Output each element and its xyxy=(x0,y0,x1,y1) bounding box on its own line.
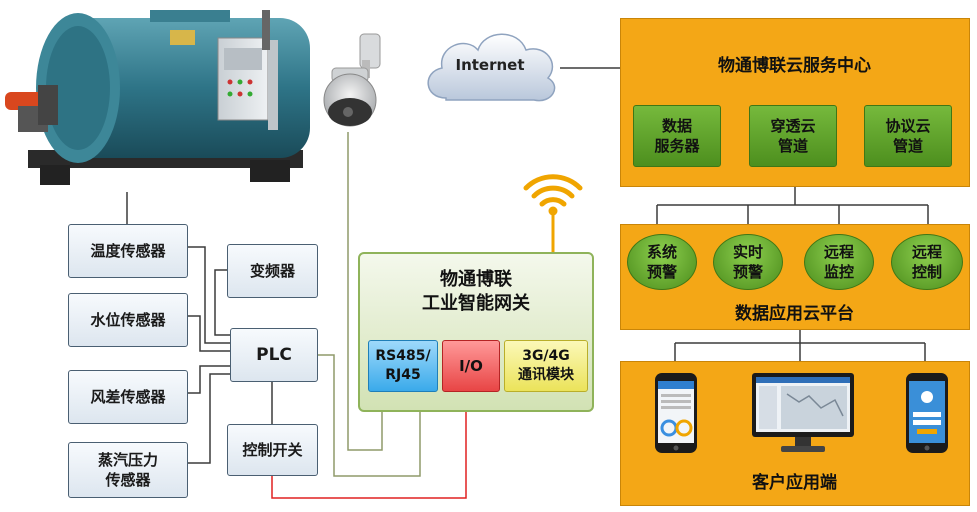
wind-pressure-sensor: 风差传感器 xyxy=(68,370,188,424)
data-app-platform: 系统 预警 实时 预警 远程 监控 远程 控制 数据应用云平台 xyxy=(620,224,970,330)
serial-port-line2: RJ45 xyxy=(385,367,421,383)
io-port: I/O xyxy=(442,340,500,392)
data-server-line1: 数据 xyxy=(661,117,692,135)
gateway-title-line1: 物通博联 xyxy=(440,269,512,290)
wire-steam-plc xyxy=(188,373,230,464)
4g-module: 3G/4G 通讯模块 xyxy=(504,340,588,392)
wire-camera-serial xyxy=(347,132,383,451)
data-server-line2: 服务器 xyxy=(654,137,700,155)
service-center-title: 物通博联云服务中心 xyxy=(718,56,871,76)
penetration-cloud-pipe: 穿透云 管道 xyxy=(749,105,837,167)
steam-pressure-sensor-label-line1: 蒸汽压力 xyxy=(97,451,158,469)
wire-plc-serial xyxy=(318,354,421,477)
protocol-cloud-pipe: 协议云 管道 xyxy=(864,105,952,167)
steam-pressure-sensor-label-line2: 传感器 xyxy=(105,471,151,489)
realtime-alert: 实时 预警 xyxy=(713,234,783,290)
steam-pressure-sensor: 蒸汽压力 传感器 xyxy=(68,442,188,498)
data-server: 数据 服务器 xyxy=(633,105,721,167)
gateway-title-line2: 工业智能网关 xyxy=(422,293,530,314)
realtime-alert-line2: 预警 xyxy=(732,263,763,281)
control-switch-label: 控制开关 xyxy=(242,441,303,459)
temperature-sensor-label: 温度传感器 xyxy=(90,242,166,260)
boiler-image xyxy=(5,10,310,185)
remote-monitor-line1: 远程 xyxy=(823,243,854,261)
smartphone-icon xyxy=(906,373,948,453)
smartphone-icon xyxy=(655,373,697,453)
internet-label: Internet xyxy=(455,56,525,74)
remote-control-line2: 控制 xyxy=(911,263,942,281)
system-alert: 系统 预警 xyxy=(627,234,697,290)
penetration-pipe-line2: 管道 xyxy=(777,137,808,155)
io-port-label: I/O xyxy=(459,357,483,375)
protocol-pipe-line1: 协议云 xyxy=(885,117,931,135)
4g-module-line1: 3G/4G xyxy=(522,348,570,364)
ptz-camera-image xyxy=(323,33,381,127)
serial-port-line1: RS485/ xyxy=(375,348,431,364)
vfd-label: 变频器 xyxy=(249,262,295,280)
remote-control: 远程 控制 xyxy=(891,234,963,290)
plc-label: PLC xyxy=(256,345,292,365)
remote-control-line1: 远程 xyxy=(911,243,942,261)
wire-wind-plc xyxy=(188,365,230,394)
system-alert-line2: 预警 xyxy=(646,263,677,281)
water-level-sensor-label: 水位传感器 xyxy=(90,311,166,329)
realtime-alert-line1: 实时 xyxy=(732,243,763,261)
monitor-icon xyxy=(752,373,854,452)
vfd-box: 变频器 xyxy=(227,244,318,298)
water-level-sensor: 水位传感器 xyxy=(68,293,188,347)
wire-switch-io xyxy=(271,390,467,499)
wire-vfd-plc xyxy=(214,269,230,336)
wire-level-plc xyxy=(188,315,230,352)
wire-temp-plc xyxy=(188,246,230,344)
wifi-signal-icon xyxy=(523,174,583,216)
client-app-area: 客户应用端 xyxy=(620,361,970,506)
penetration-pipe-line1: 穿透云 xyxy=(770,117,816,135)
system-alert-line1: 系统 xyxy=(646,243,677,261)
client-title: 客户应用端 xyxy=(752,473,837,493)
protocol-pipe-line2: 管道 xyxy=(892,137,923,155)
app-platform-title: 数据应用云平台 xyxy=(735,304,854,324)
remote-monitor-line2: 监控 xyxy=(823,263,854,281)
internet-cloud: Internet xyxy=(418,20,562,112)
serial-port: RS485/ RJ45 xyxy=(368,340,438,392)
temperature-sensor: 温度传感器 xyxy=(68,224,188,278)
control-switch-box: 控制开关 xyxy=(227,424,318,476)
4g-module-line2: 通讯模块 xyxy=(518,367,574,383)
remote-monitor: 远程 监控 xyxy=(804,234,874,290)
cloud-service-center: 物通博联云服务中心 数据 服务器 穿透云 管道 协议云 管道 xyxy=(620,18,970,187)
cloud-icon xyxy=(427,33,556,102)
industrial-gateway: 物通博联 工业智能网关 RS485/ RJ45 I/O 3G/4G 通讯模块 xyxy=(358,252,594,412)
wind-pressure-sensor-label: 风差传感器 xyxy=(90,388,166,406)
plc-box: PLC xyxy=(230,328,318,382)
